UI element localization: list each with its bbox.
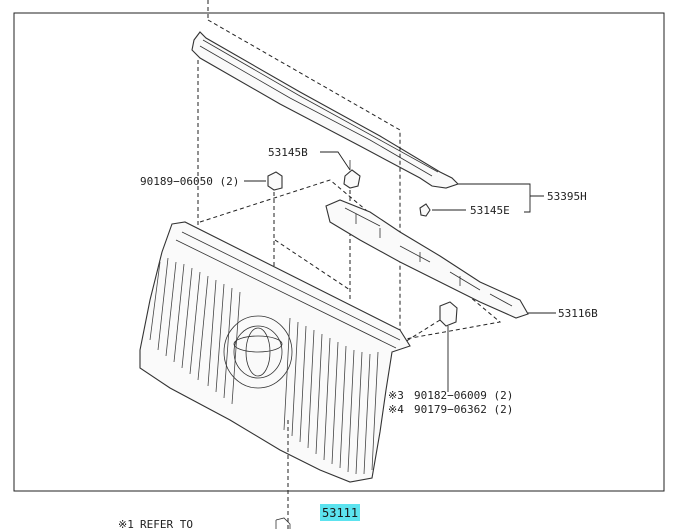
label-53395h[interactable]: 53395H [547,190,587,203]
clip-90189 [267,171,283,191]
diagram-frame [13,12,665,492]
label-90179[interactable]: 90179−06362 (2) [414,403,513,416]
guide-line-clip-90182 [399,319,441,346]
label-53116b[interactable]: 53116B [558,307,598,320]
bottom-clip-fragment [275,517,291,529]
marker-4: ※4 [388,403,404,416]
guide-line-molding [207,19,401,340]
highlight-53111 [320,504,360,521]
molding-strip [191,31,460,189]
label-53111[interactable]: 53111 [322,506,358,520]
bracket-53395h [458,183,544,213]
label-53145e[interactable]: 53145E [470,204,510,217]
marker-1: ※1 [118,518,134,529]
retainer-53116b [325,199,529,319]
clip-53145e [419,203,431,217]
label-refer-to: REFER TO [140,518,193,529]
clip-53145b [343,160,361,189]
label-53145b[interactable]: 53145B [268,146,308,159]
marker-3: ※3 [388,389,404,402]
leader-53145b [320,151,351,171]
label-90182[interactable]: 90182−06009 (2) [414,389,513,402]
label-90189[interactable]: 90189−06050 (2) [140,175,239,188]
clip-90182 [439,301,458,327]
radiator-grille [139,221,411,483]
